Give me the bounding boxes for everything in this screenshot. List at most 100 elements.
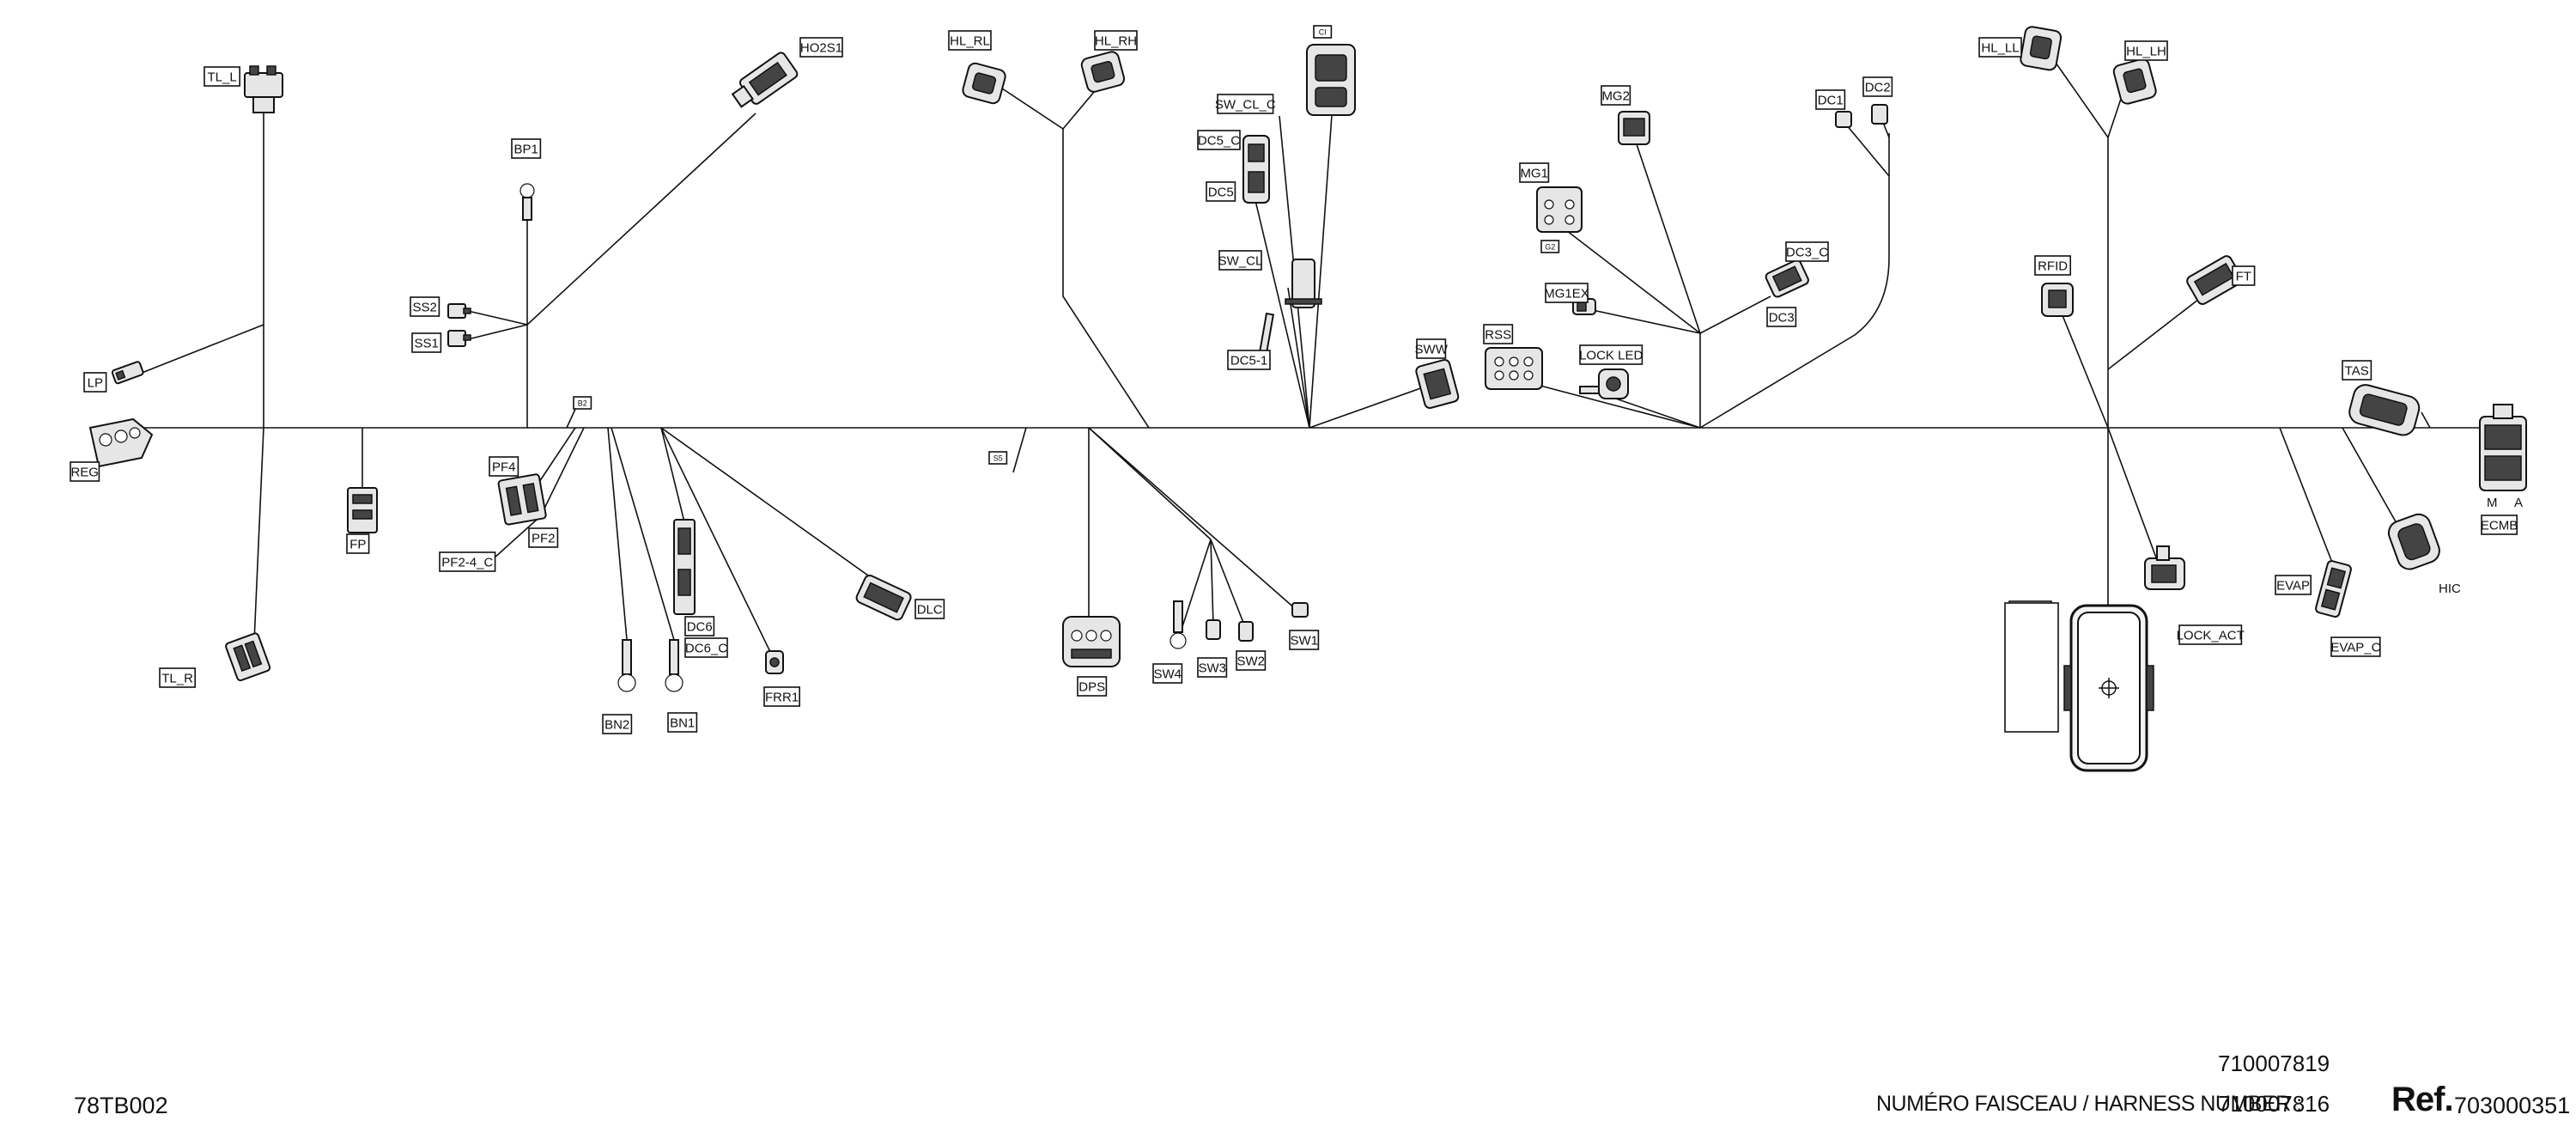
label-text: DC6_C [685, 641, 727, 655]
sw4-wire [1177, 539, 1212, 641]
fp-connector[interactable] [347, 487, 378, 533]
label-box [70, 461, 100, 482]
label-ecm-a: A [2514, 496, 2523, 510]
label-box [1289, 630, 1320, 650]
evap-connector[interactable] [2315, 560, 2352, 618]
label-sw-cl-c: SW_CL_C [1215, 94, 1276, 114]
wires [128, 51, 2494, 662]
sw1-switch[interactable] [1291, 602, 1309, 618]
lp-wire [128, 324, 264, 379]
label-box [411, 332, 442, 353]
label-box [799, 37, 843, 58]
dc5-wire [1253, 192, 1310, 429]
tl-l-connector[interactable] [244, 65, 283, 113]
mg2-wire [1635, 141, 1701, 334]
sw3-switch[interactable] [1206, 619, 1221, 640]
hl-branch-wire [1062, 129, 1150, 429]
rss-wire [1536, 384, 1701, 429]
ecm-connector[interactable] [2479, 404, 2527, 491]
label-box [528, 527, 559, 548]
lp-connector[interactable] [111, 361, 144, 385]
label-hl-rl: HL_RL [948, 30, 992, 51]
hic-connector[interactable] [2385, 511, 2443, 573]
tl-branch-wire [252, 113, 264, 662]
label-dc3-c: DC3_C [1785, 241, 1829, 262]
label-box [1416, 338, 1447, 359]
label-text: SWW [1415, 342, 1449, 356]
mg1ex-wire [1588, 308, 1701, 334]
label-box [948, 30, 992, 51]
ss1-wire [467, 324, 528, 340]
label-evap: EVAP [2275, 575, 2312, 595]
sww-connector[interactable] [1415, 358, 1460, 410]
label-text: TL_L [207, 70, 236, 84]
label-b2: B2 [573, 396, 592, 410]
label-box [2342, 360, 2372, 381]
label-text: DC5-1 [1230, 353, 1267, 368]
bp1-terminal[interactable] [519, 183, 535, 221]
label-ss1: SS1 [411, 332, 442, 353]
ho2s1-connector[interactable] [729, 51, 799, 112]
harness-number-2: 710007816 [2218, 1091, 2330, 1117]
ss1-sensor[interactable] [447, 330, 471, 347]
dc6-connector[interactable] [673, 519, 696, 615]
label-bp1: BP1 [511, 138, 542, 159]
label-box [1217, 94, 1274, 114]
dlc-connector[interactable] [855, 574, 913, 621]
label-text: HO2S1 [800, 40, 842, 55]
label-text: LP [88, 375, 103, 390]
label-text: PF4 [492, 460, 516, 474]
dlc-wire [660, 427, 881, 585]
label-ci: CI [1313, 25, 1333, 39]
pf4-connector[interactable] [497, 473, 547, 526]
ft-connector[interactable] [2185, 254, 2244, 306]
dc3-connector[interactable] [1765, 259, 1810, 298]
label-ss2: SS2 [410, 296, 440, 317]
label-bn1: BN1 [667, 712, 698, 733]
dc5-connector[interactable] [1242, 135, 1270, 204]
tl-r-connector[interactable] [225, 632, 271, 682]
frr1-connector[interactable] [765, 650, 784, 674]
label-box [988, 451, 1008, 465]
pf1-label-panel [2004, 602, 2059, 733]
label-text: FRR1 [765, 690, 799, 704]
label-box [684, 616, 715, 636]
bn1-wire [611, 427, 675, 641]
rss-connector[interactable] [1485, 347, 1543, 390]
label-box [1766, 307, 1797, 327]
dc2-connector[interactable] [1871, 104, 1888, 125]
ss2-wire [467, 310, 528, 326]
hl-ll-connector[interactable] [2020, 26, 2063, 71]
label-dc2: DC2 [1862, 76, 1893, 97]
mg2-connector[interactable] [1618, 111, 1650, 145]
label-evap-c: EVAP_C [2330, 636, 2381, 657]
pf1-fuse-box[interactable] [2063, 604, 2154, 772]
hl-rl-connector[interactable] [962, 62, 1007, 105]
ci-connector[interactable] [1306, 44, 1356, 116]
sw2-switch[interactable] [1238, 621, 1254, 642]
rfid-connector[interactable] [2041, 283, 2074, 317]
dps-connector[interactable] [1062, 616, 1121, 667]
label-box [2232, 265, 2256, 286]
hl-lh-connector[interactable] [2112, 58, 2157, 105]
sw4-switch[interactable] [1170, 600, 1187, 649]
label-hic: HIC [2439, 582, 2461, 596]
hl-rh-connector[interactable] [1080, 51, 1126, 94]
sw-cl-connector[interactable] [1285, 259, 1322, 308]
bn1-terminal[interactable] [665, 639, 683, 692]
label-text: PF2 [532, 531, 556, 545]
dc1-connector[interactable] [1835, 111, 1852, 128]
reg-connector[interactable] [88, 417, 154, 468]
lock-act-connector[interactable] [2144, 545, 2185, 590]
lock-led-connector[interactable] [1579, 368, 1629, 399]
ss2-sensor[interactable] [447, 303, 471, 319]
label-text: DPS [1078, 679, 1105, 694]
tas-connector[interactable] [2347, 382, 2421, 438]
evap-wire [2279, 427, 2336, 572]
label-text: EVAP [2276, 578, 2310, 593]
label-reg: REG [70, 461, 100, 482]
bn2-terminal[interactable] [617, 639, 636, 692]
dc3-wire [1699, 295, 1771, 334]
mg1-connector[interactable] [1536, 186, 1583, 233]
label-text: LOCK_ACT [2177, 628, 2245, 643]
